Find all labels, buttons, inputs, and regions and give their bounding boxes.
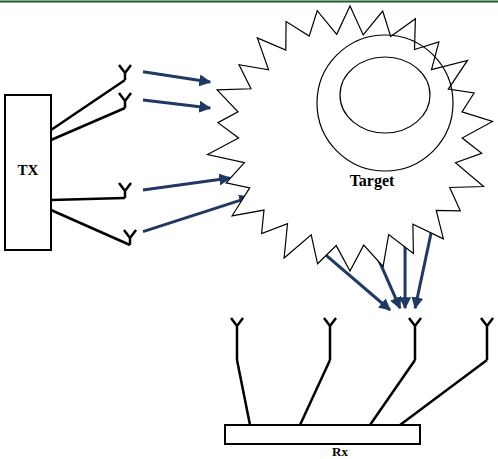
receiver-array-outline (225, 300, 495, 458)
transmitter-array-outline (3, 60, 143, 255)
transmitter-array: TX (3, 60, 143, 255)
node-label: Target (335, 172, 409, 190)
receiver-array: Rx (225, 300, 495, 458)
signal-arrow (143, 100, 210, 108)
target-starburst-outline (200, 3, 480, 273)
signal-arrow (143, 72, 210, 82)
node-label: TX (5, 162, 51, 179)
signal-arrow (143, 178, 230, 190)
header-rule (0, 0, 498, 4)
target-starburst: Target (200, 3, 480, 273)
node-label: Rx (320, 445, 360, 459)
